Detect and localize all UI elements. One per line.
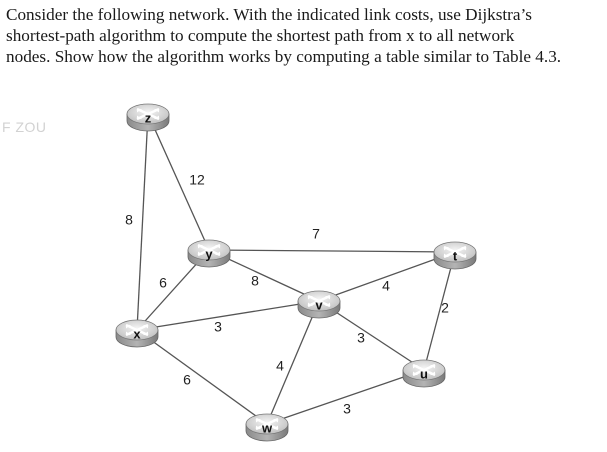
watermark: F ZOU xyxy=(2,119,47,135)
link-cost-y-t: 7 xyxy=(312,226,320,242)
router-arrows-icon xyxy=(443,245,467,259)
router-label-t: t xyxy=(453,248,458,263)
router-arrows-icon xyxy=(255,417,279,431)
question-text: Consider the following network. With the… xyxy=(6,4,602,67)
router-label-v: v xyxy=(315,297,323,312)
link-cost-t-u: 2 xyxy=(441,300,449,316)
router-x: x xyxy=(115,319,159,348)
router-t: t xyxy=(433,241,477,270)
router-w: w xyxy=(245,413,289,442)
link-z-y xyxy=(147,113,210,251)
link-cost-v-w: 4 xyxy=(276,358,284,374)
router-label-y: y xyxy=(205,246,213,261)
link-cost-z-y: 12 xyxy=(189,172,205,188)
link-cost-y-x: 6 xyxy=(159,275,167,291)
router-label-w: w xyxy=(261,420,273,435)
router-label-u: u xyxy=(420,366,428,381)
link-cost-x-v: 3 xyxy=(214,319,222,335)
link-cost-y-v: 8 xyxy=(251,273,259,289)
router-y: y xyxy=(187,239,231,268)
link-cost-v-t: 4 xyxy=(382,278,390,294)
router-z: z xyxy=(126,103,170,132)
link-x-w xyxy=(136,329,268,425)
router-arrows-icon xyxy=(197,243,221,257)
router-arrows-icon xyxy=(136,107,160,121)
link-v-w xyxy=(266,300,320,425)
link-cost-x-w: 6 xyxy=(183,372,191,388)
router-label-x: x xyxy=(133,326,141,341)
link-t-u xyxy=(423,251,456,371)
link-cost-w-u: 3 xyxy=(343,401,351,417)
router-arrows-icon xyxy=(125,323,149,337)
router-label-z: z xyxy=(145,110,152,125)
link-z-x xyxy=(136,113,149,331)
link-w-u xyxy=(266,369,425,425)
link-v-t xyxy=(318,251,456,302)
link-cost-v-u: 3 xyxy=(357,330,365,346)
question-line-3: nodes. Show how the algorithm works by c… xyxy=(6,47,562,66)
link-y-t xyxy=(208,249,456,253)
link-cost-z-x: 8 xyxy=(125,212,133,228)
question-line-2: shortest-path algorithm to compute the s… xyxy=(6,26,515,45)
router-v: v xyxy=(297,290,341,319)
router-arrows-icon xyxy=(307,294,331,308)
router-arrows-icon xyxy=(412,363,436,377)
link-x-v xyxy=(136,300,320,331)
router-u: u xyxy=(402,359,446,388)
question-line-1: Consider the following network. With the… xyxy=(6,5,532,24)
